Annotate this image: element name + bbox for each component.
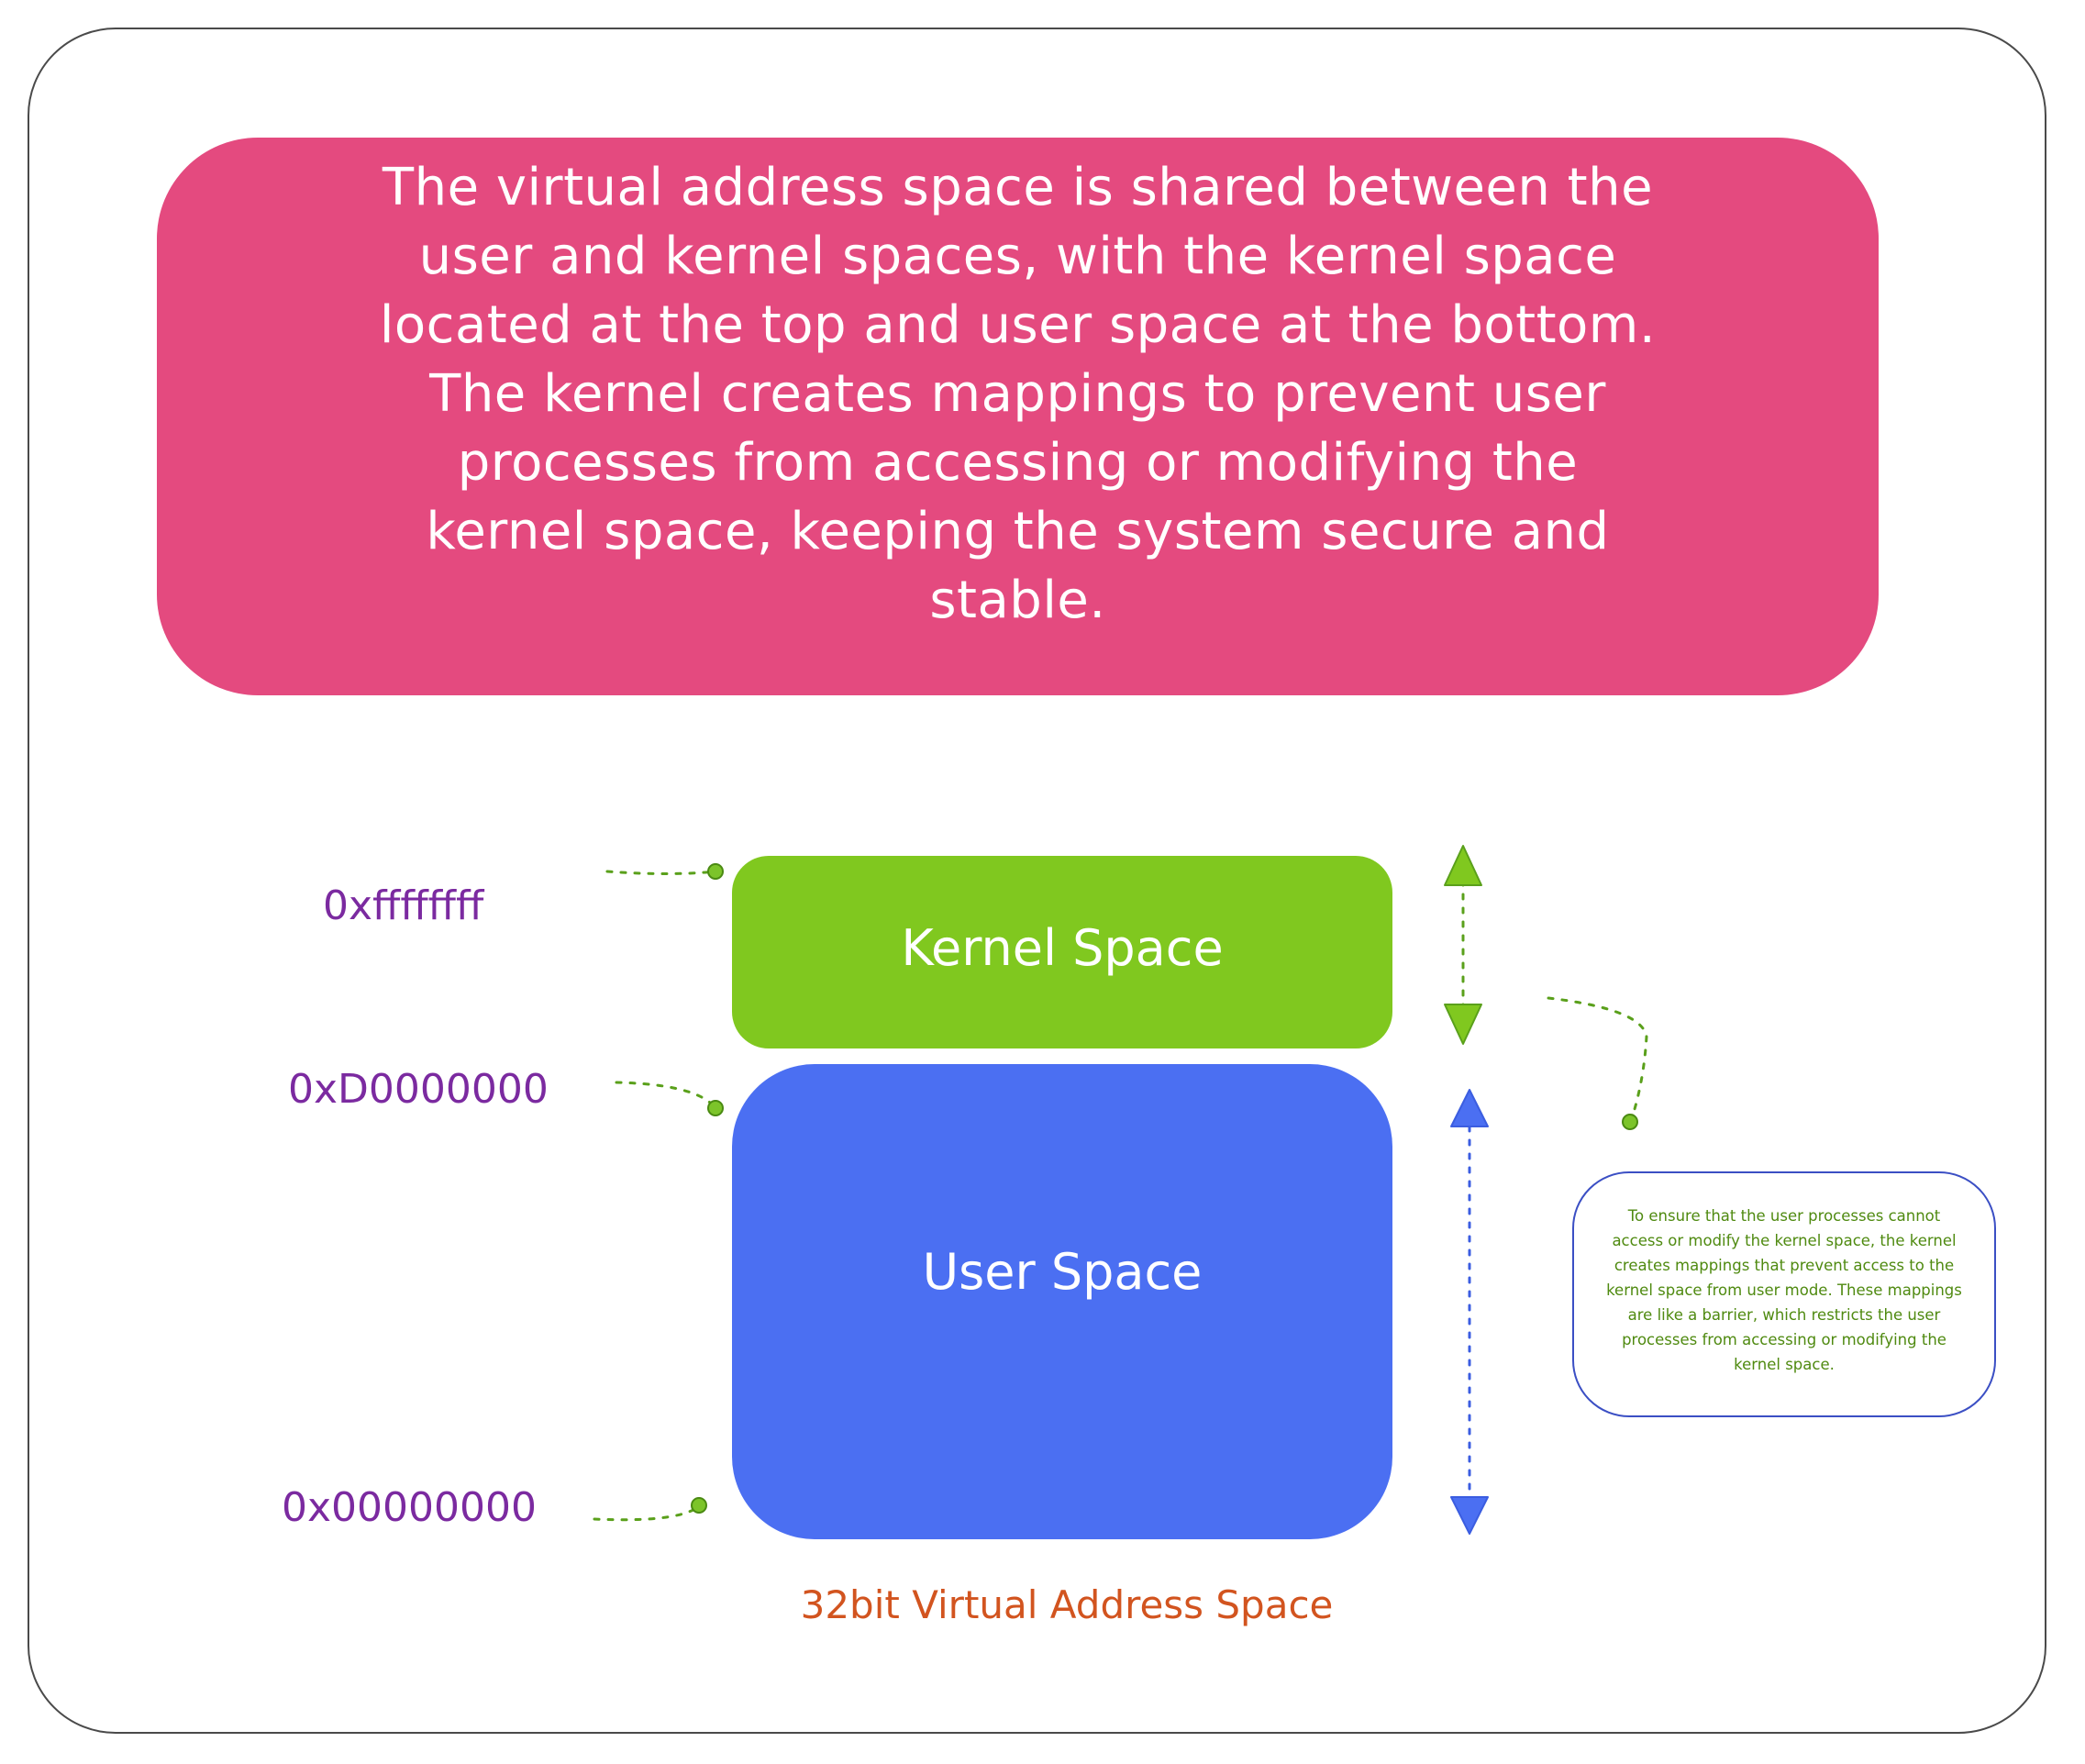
kernel-space-label: Kernel Space [901,918,1224,977]
diagram-caption: 32bit Virtual Address Space [800,1582,1334,1627]
user-space-label: User Space [922,1243,1203,1301]
user-space-block: User Space [732,1064,1392,1539]
address-top-label: 0xffffffff [323,882,484,929]
address-mid-label: 0xD0000000 [288,1066,549,1113]
note-text: To ensure that the user processes cannot… [1606,1206,1962,1373]
canvas-frame [28,28,2046,1734]
summary-banner: The virtual address space is shared betw… [157,138,1879,695]
summary-text: The virtual address space is shared betw… [379,157,1657,630]
kernel-space-block: Kernel Space [732,856,1392,1048]
address-bottom-label: 0x00000000 [282,1484,537,1531]
note-box: To ensure that the user processes cannot… [1572,1171,1996,1417]
